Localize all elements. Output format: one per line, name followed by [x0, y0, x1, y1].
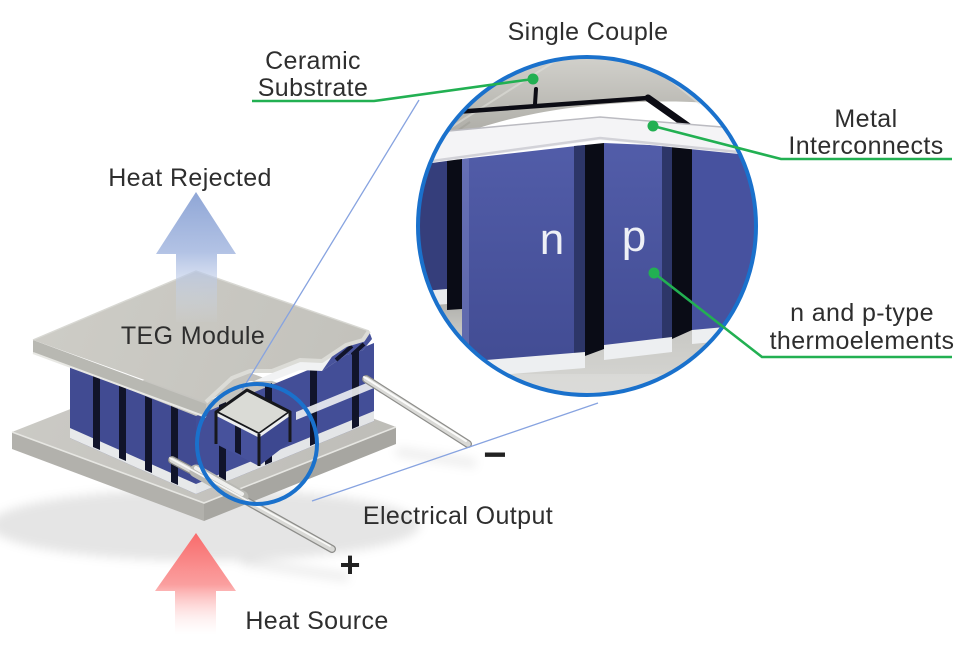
- minus-terminal-label: −: [483, 433, 506, 477]
- ceramic-substrate-dot: [527, 73, 539, 85]
- single-couple-label: Single Couple: [508, 18, 669, 46]
- n-type-label: n: [540, 215, 564, 264]
- teg-module-label: TEG Module: [121, 322, 265, 350]
- plus-terminal-label: +: [339, 544, 360, 585]
- single-couple-corner: [214, 388, 292, 466]
- heat-rejected-label: Heat Rejected: [108, 164, 272, 192]
- metal-interconnects-label-line1: Metal: [834, 105, 897, 133]
- heat-rejected-arrow: [156, 192, 236, 322]
- p-type-label: p: [622, 212, 646, 261]
- annotation-thermoelements: [648, 267, 952, 359]
- thermoelements-dot: [648, 267, 660, 279]
- electrical-output-label: Electrical Output: [363, 502, 553, 530]
- wire-negative-lead: [362, 375, 472, 448]
- magnified-inset: n p: [416, 55, 758, 397]
- annotation-metal-interconnects: [647, 120, 952, 161]
- heat-source-arrow: [155, 533, 236, 634]
- magnified-inset-circle: [416, 55, 758, 397]
- magnifier-connector-line-top: [241, 99, 420, 391]
- ceramic-substrate-label-line2: Substrate: [258, 74, 369, 102]
- thermoelements-label-line2: thermoelements: [770, 327, 955, 355]
- single-couple-highlight-circle: [195, 382, 319, 506]
- annotation-ceramic-substrate: [252, 73, 539, 103]
- magnifier-connector-line-bottom: [311, 402, 599, 502]
- metal-interconnects-label-line2: Interconnects: [788, 132, 943, 160]
- module-columns-left-face: [70, 366, 196, 494]
- thermoelements-label-line1: n and p-type: [790, 299, 934, 327]
- metal-interconnects-dot: [647, 120, 659, 132]
- top-plate: [32, 270, 372, 418]
- heat-source-label: Heat Source: [245, 607, 388, 635]
- inset-interconnect-slab: [426, 116, 756, 163]
- ceramic-substrate-label-line1: Ceramic: [265, 47, 361, 75]
